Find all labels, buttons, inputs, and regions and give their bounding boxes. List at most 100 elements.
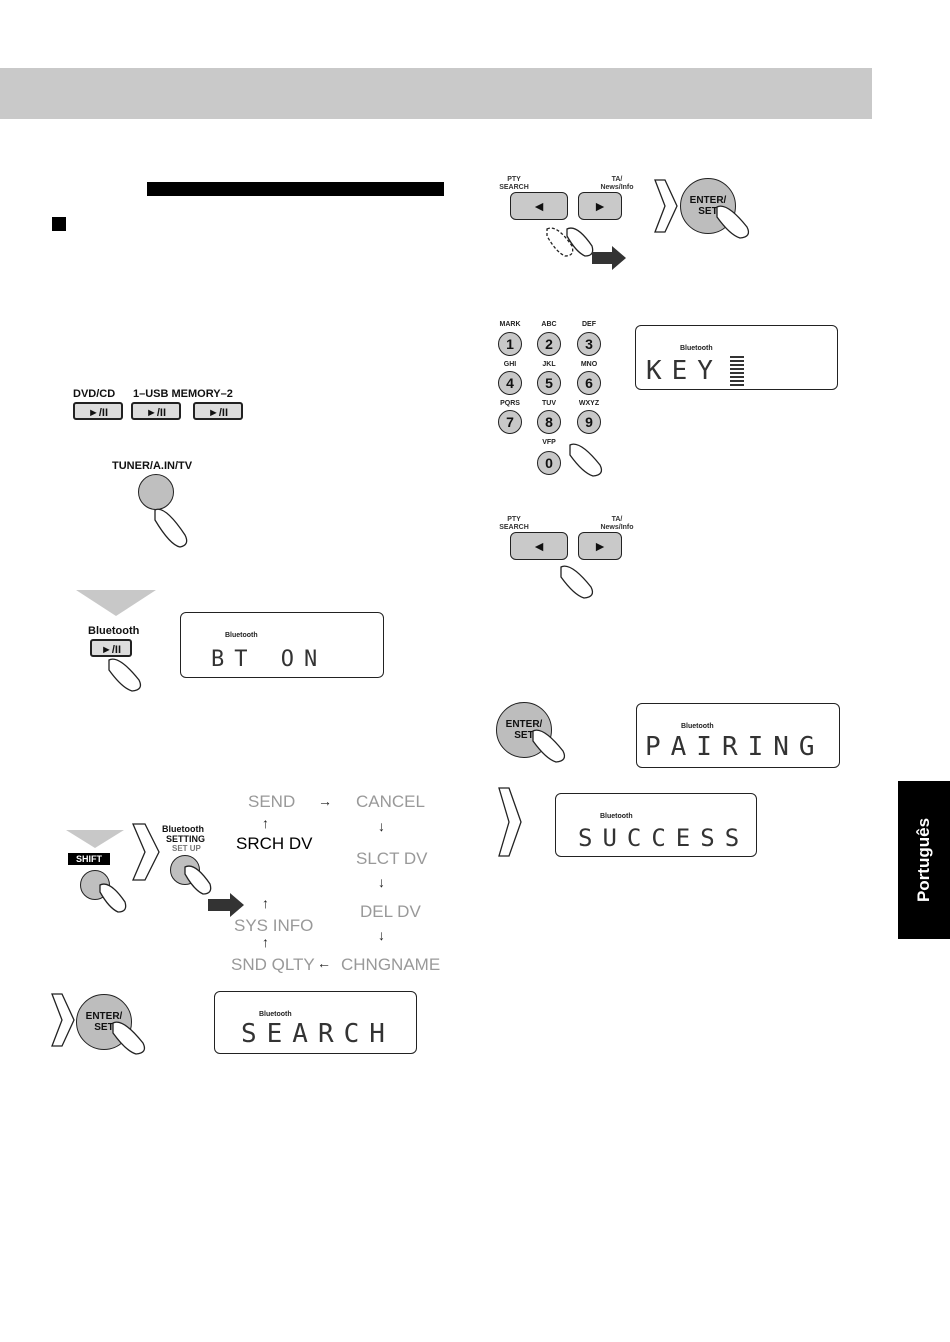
bluetooth-play-button[interactable]: ►/II bbox=[90, 639, 132, 657]
menu-snd-qlty: SND QLTY bbox=[231, 955, 315, 974]
bt-on-display: Bluetooth BT ON bbox=[180, 612, 384, 678]
cursor-block bbox=[730, 356, 744, 386]
right-arrow-button[interactable]: ► bbox=[578, 192, 622, 220]
bt-setting-label2: SETTING bbox=[166, 834, 206, 844]
language-tab[interactable]: Português bbox=[898, 781, 950, 939]
enter-set-label: ENTER/ SET bbox=[505, 719, 543, 741]
key-display: Bluetooth KEY bbox=[635, 325, 838, 390]
press-arrow-icon bbox=[76, 590, 156, 616]
menu-del-dv: DEL DV bbox=[360, 902, 421, 921]
pty-search-label: PTY SEARCH bbox=[499, 176, 529, 191]
bluetooth-indicator: Bluetooth bbox=[680, 345, 713, 352]
display-text: PAIRING bbox=[645, 732, 825, 762]
right-arrow-icon bbox=[208, 893, 244, 917]
header-band bbox=[0, 68, 872, 119]
finger-icon bbox=[184, 865, 212, 895]
enter-set-button[interactable]: ENTER/ SET bbox=[76, 994, 132, 1050]
finger-icon bbox=[532, 729, 566, 763]
ta-news-label: TA/ News/Info bbox=[600, 176, 634, 191]
key-9-letters: WXYZ bbox=[578, 400, 600, 407]
finger-icon bbox=[99, 883, 127, 913]
display-text: BT ON bbox=[211, 647, 328, 672]
step-chevron-icon bbox=[498, 787, 522, 857]
finger-icon bbox=[569, 443, 603, 477]
display-text: KEY bbox=[646, 356, 723, 386]
left-arrow-button[interactable]: ◄ bbox=[510, 532, 568, 560]
key-3-button[interactable]: 3 bbox=[577, 332, 601, 356]
subsection-marker bbox=[52, 217, 66, 231]
key-1-button[interactable]: 1 bbox=[498, 332, 522, 356]
right-arrow-icon: ► bbox=[593, 198, 607, 214]
dvd-cd-label: DVD/CD bbox=[73, 388, 116, 400]
key-2-button[interactable]: 2 bbox=[537, 332, 561, 356]
arrow-up-icon: ↑ bbox=[262, 815, 269, 831]
usb2-play-button[interactable]: ►/II bbox=[193, 402, 243, 420]
dvd-cd-play-button[interactable]: ►/II bbox=[73, 402, 123, 420]
key-0-letters: VFP bbox=[542, 439, 556, 446]
usb1-play-button[interactable]: ►/II bbox=[131, 402, 181, 420]
menu-slct-dv: SLCT DV bbox=[356, 849, 428, 868]
key-8-button[interactable]: 8 bbox=[537, 410, 561, 434]
menu-srch-dv: SRCH DV bbox=[236, 834, 313, 853]
display-text: SEARCH bbox=[241, 1019, 395, 1049]
finger-icon bbox=[716, 205, 750, 239]
key-0-button[interactable]: 0 bbox=[537, 451, 561, 475]
arrow-up-icon: ↑ bbox=[262, 895, 269, 911]
key-6-button[interactable]: 6 bbox=[577, 371, 601, 395]
tuner-button[interactable] bbox=[138, 474, 174, 510]
key-8-letters: TUV bbox=[542, 400, 556, 407]
finger-icon bbox=[154, 508, 188, 548]
search-display: Bluetooth SEARCH bbox=[214, 991, 417, 1054]
finger-icon bbox=[560, 565, 594, 599]
key-2-letters: ABC bbox=[541, 321, 557, 328]
arrow-left-icon: ← bbox=[317, 955, 331, 971]
key-5-letters: JKL bbox=[542, 361, 556, 368]
language-tab-label: Português bbox=[914, 817, 933, 903]
right-arrow-icon: ► bbox=[593, 538, 607, 554]
finger-icon bbox=[108, 658, 142, 692]
arrow-down-icon: ↓ bbox=[378, 818, 385, 834]
key-7-button[interactable]: 7 bbox=[498, 410, 522, 434]
key-9-button[interactable]: 9 bbox=[577, 410, 601, 434]
tuner-label: TUNER/A.IN/TV bbox=[112, 460, 193, 472]
arrow-right-icon: → bbox=[318, 793, 332, 809]
finger-icon bbox=[112, 1021, 146, 1055]
menu-send: SEND bbox=[248, 792, 296, 811]
pty-search-label: PTY SEARCH bbox=[499, 516, 529, 531]
key-7-letters: PQRS bbox=[500, 400, 520, 407]
step-chevron-icon bbox=[132, 823, 160, 881]
ta-news-label: TA/ News/Info bbox=[600, 516, 634, 531]
key-5-button[interactable]: 5 bbox=[537, 371, 561, 395]
menu-cancel: CANCEL bbox=[356, 792, 425, 811]
enter-set-label: ENTER/ SET bbox=[85, 1011, 123, 1033]
shift-label: SHIFT bbox=[68, 853, 110, 865]
right-arrow-button[interactable]: ► bbox=[578, 532, 622, 560]
key-6-letters: MNO bbox=[580, 361, 598, 368]
bluetooth-indicator: Bluetooth bbox=[225, 632, 258, 639]
arrow-up-icon: ↑ bbox=[262, 934, 269, 950]
right-arrow-icon bbox=[592, 246, 626, 270]
enter-set-label: ENTER/ SET bbox=[689, 195, 727, 217]
bluetooth-indicator: Bluetooth bbox=[600, 813, 633, 820]
key-3-letters: DEF bbox=[582, 321, 596, 328]
press-arrow-icon bbox=[66, 830, 124, 848]
menu-sys-info: SYS INFO bbox=[234, 916, 314, 935]
key-1-letters: MARK bbox=[499, 321, 521, 328]
success-display: Bluetooth SUCCESS bbox=[555, 793, 757, 857]
bluetooth-indicator: Bluetooth bbox=[259, 1011, 292, 1018]
usb-memory-label: 1–USB MEMORY–2 bbox=[133, 388, 233, 400]
step-chevron-icon bbox=[654, 179, 678, 233]
section-heading-bar bbox=[147, 182, 444, 196]
arrow-down-icon: ↓ bbox=[378, 927, 385, 943]
left-arrow-button[interactable]: ◄ bbox=[510, 192, 568, 220]
arrow-down-icon: ↓ bbox=[378, 874, 385, 890]
set-up-label: SET UP bbox=[172, 844, 201, 853]
bluetooth-indicator: Bluetooth bbox=[681, 723, 714, 730]
menu-chngname: CHNGNAME bbox=[341, 955, 441, 974]
display-text: SUCCESS bbox=[578, 824, 750, 852]
step-chevron-icon bbox=[51, 993, 75, 1047]
key-4-letters: GHI bbox=[503, 361, 517, 368]
key-4-button[interactable]: 4 bbox=[498, 371, 522, 395]
left-arrow-icon: ◄ bbox=[532, 538, 546, 554]
bluetooth-label: Bluetooth bbox=[88, 625, 140, 637]
